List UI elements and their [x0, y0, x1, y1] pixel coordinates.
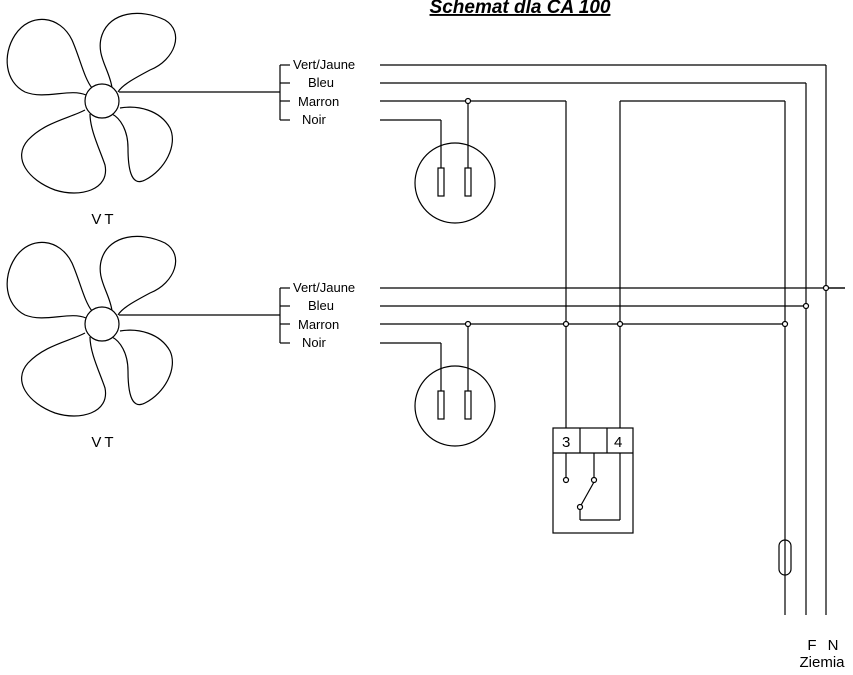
phase-label: F — [807, 637, 816, 654]
fan-2-wire-marron: Marron — [298, 317, 339, 332]
fan-2-wire-noir: Noir — [302, 335, 327, 350]
plug-symbol — [414, 320, 496, 447]
neutral-label: N — [828, 637, 839, 654]
fan-2-wire-bleu: Bleu — [308, 298, 334, 313]
diagram-title: Schemat dla CA 100 — [430, 0, 611, 18]
earth-label: Ziemia — [799, 654, 845, 671]
fan-1-wire-noir: Noir — [302, 112, 327, 127]
terminal-4-label: 4 — [614, 434, 622, 451]
fan-1-wire-vert-jaune: Vert/Jaune — [293, 57, 355, 72]
switch-block: 3 4 — [552, 427, 634, 534]
plug-symbol — [414, 97, 496, 224]
fan-1: VT Vert/Jaune Bleu Marron Noir — [6, 12, 826, 228]
fan-1-label: VT — [91, 211, 116, 228]
fan-1-wire-bleu: Bleu — [308, 75, 334, 90]
fan-2-label: VT — [91, 434, 116, 451]
fan-2: VT Vert/Jaune Bleu Marron Noir — [6, 235, 845, 451]
fan-icon — [6, 235, 177, 417]
fan-2-wire-vert-jaune: Vert/Jaune — [293, 280, 355, 295]
fan-icon — [6, 12, 177, 194]
fuse-symbol — [778, 539, 792, 576]
fan-1-wire-marron: Marron — [298, 94, 339, 109]
junction-dots — [562, 284, 830, 328]
terminal-3-label: 3 — [562, 434, 570, 451]
